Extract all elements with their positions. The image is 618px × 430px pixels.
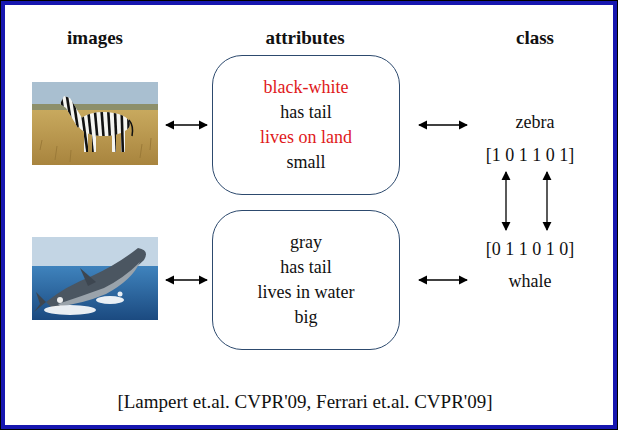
column-heading: images <box>67 27 123 49</box>
attribute-box: grayhas taillives in waterbig <box>212 210 400 350</box>
attribute-text: black-white <box>264 75 349 100</box>
attribute-vector: [0 1 1 0 1 0] <box>486 239 575 260</box>
attribute-vector: [1 0 1 1 0 1] <box>486 145 575 166</box>
column-heading: attributes <box>265 27 344 49</box>
attribute-text: gray <box>290 230 322 255</box>
whale-photo <box>32 237 158 320</box>
attribute-box: black-whitehas taillives on landsmall <box>212 55 400 195</box>
column-heading: class <box>516 27 554 49</box>
attribute-text: big <box>294 305 317 330</box>
citation-caption: [Lampert et.al. CVPR'09, Ferrari et.al. … <box>117 391 492 413</box>
attribute-text: has tail <box>280 255 332 280</box>
class-name: zebra <box>516 112 555 133</box>
attribute-text: has tail <box>280 100 332 125</box>
zebra-photo <box>32 82 158 165</box>
class-name: whale <box>509 271 552 292</box>
attribute-text: lives in water <box>258 280 355 305</box>
attribute-text: lives on land <box>260 125 352 150</box>
attribute-text: small <box>287 150 326 175</box>
